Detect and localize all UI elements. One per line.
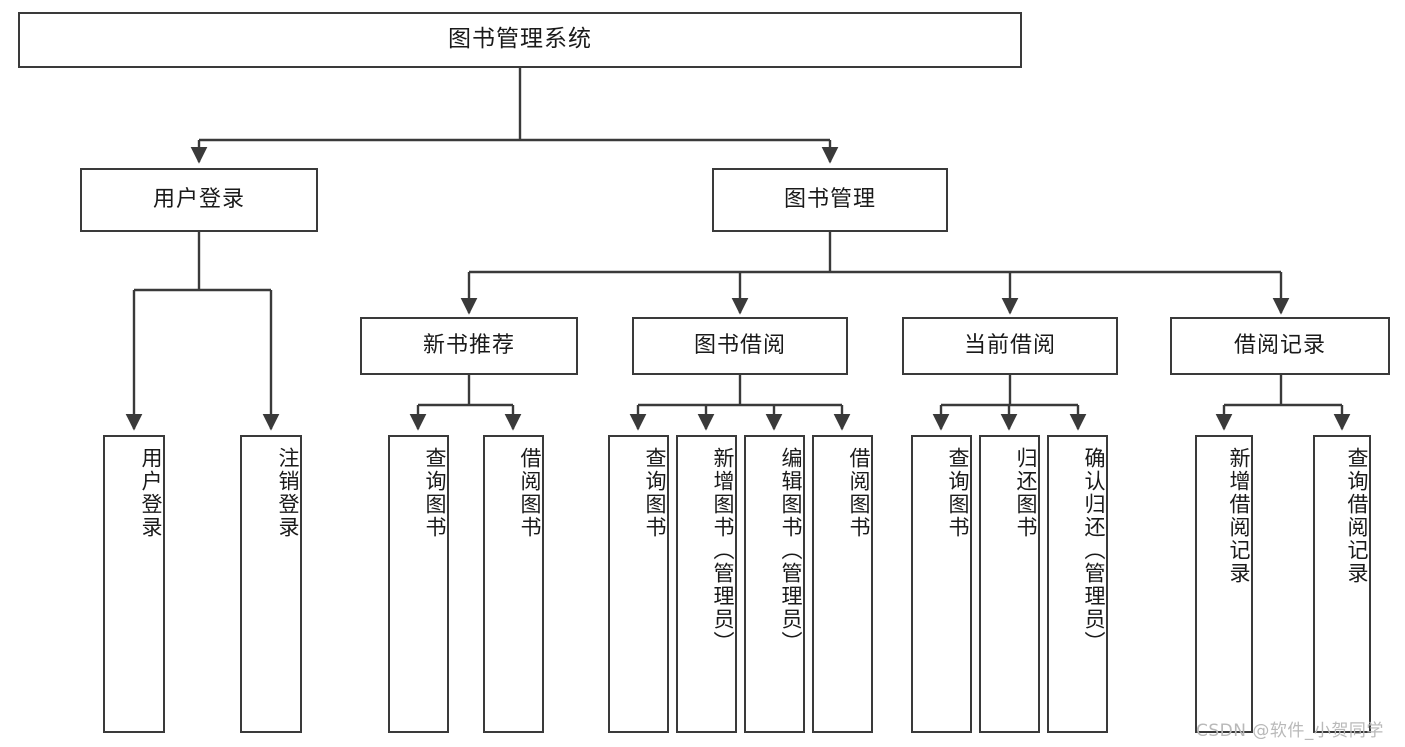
node-book-borrow[interactable]: 图书借阅	[632, 317, 848, 375]
leaf-new-book-query[interactable]: 查询图书	[388, 435, 449, 733]
leaf-current-return-book[interactable]: 归还图书	[979, 435, 1040, 733]
leaf-label: 查询图书	[643, 447, 667, 539]
leaf-borrow-edit-book-admin[interactable]: 编辑图书（管理员）	[744, 435, 805, 733]
leaf-label: 确认归还（管理员）	[1082, 447, 1106, 654]
leaf-label: 查询借阅记录	[1345, 447, 1369, 585]
leaf-label: 注销登录	[276, 447, 300, 539]
leaf-label: 借阅图书	[847, 447, 871, 539]
leaf-label: 借阅图书	[518, 447, 542, 539]
leaf-record-add-record[interactable]: 新增借阅记录	[1195, 435, 1253, 733]
leaf-current-confirm-return-admin[interactable]: 确认归还（管理员）	[1047, 435, 1108, 733]
node-root-system[interactable]: 图书管理系统	[18, 12, 1022, 68]
leaf-borrow-query-book[interactable]: 查询图书	[608, 435, 669, 733]
leaf-current-query-book[interactable]: 查询图书	[911, 435, 972, 733]
node-current-borrow[interactable]: 当前借阅	[902, 317, 1118, 375]
node-new-book-recommend[interactable]: 新书推荐	[360, 317, 578, 375]
leaf-user-login-logout[interactable]: 注销登录	[240, 435, 302, 733]
leaf-new-book-borrow[interactable]: 借阅图书	[483, 435, 544, 733]
leaf-label: 用户登录	[139, 447, 163, 539]
leaf-user-login-login[interactable]: 用户登录	[103, 435, 165, 733]
node-user-login[interactable]: 用户登录	[80, 168, 318, 232]
leaf-label: 查询图书	[423, 447, 447, 539]
leaf-borrow-add-book-admin[interactable]: 新增图书（管理员）	[676, 435, 737, 733]
leaf-label: 归还图书	[1014, 447, 1038, 539]
csdn-watermark: CSDN @软件_小贺同学	[1196, 721, 1384, 741]
node-borrow-record[interactable]: 借阅记录	[1170, 317, 1390, 375]
leaf-record-query-record[interactable]: 查询借阅记录	[1313, 435, 1371, 733]
leaf-label: 查询图书	[946, 447, 970, 539]
node-book-management[interactable]: 图书管理	[712, 168, 948, 232]
leaf-label: 编辑图书（管理员）	[779, 447, 803, 654]
leaf-label: 新增图书（管理员）	[711, 447, 735, 654]
leaf-label: 新增借阅记录	[1227, 447, 1251, 585]
leaf-borrow-borrow-book[interactable]: 借阅图书	[812, 435, 873, 733]
